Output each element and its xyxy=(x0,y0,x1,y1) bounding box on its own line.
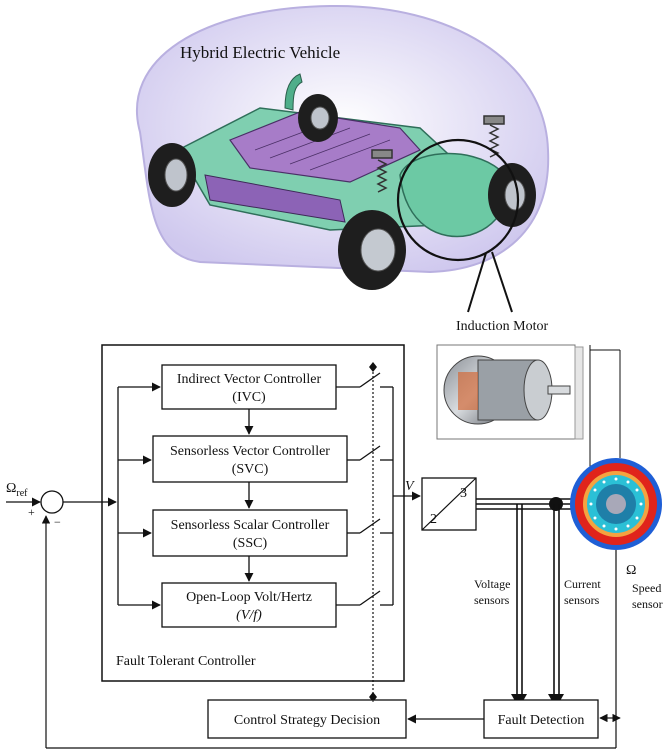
wheel-front-right xyxy=(488,163,536,227)
speed-symbol: Ω xyxy=(626,563,636,578)
ssc-abbr: (SSC) xyxy=(233,536,268,551)
output-switches xyxy=(336,372,394,606)
motor-cross-section xyxy=(570,458,662,550)
summing-minus: − xyxy=(54,515,61,529)
control-strategy-label: Control Strategy Decision xyxy=(234,713,380,728)
speed-sensor-line1: Speed xyxy=(632,581,661,595)
side-rail xyxy=(204,174,346,223)
fault-tolerant-frame xyxy=(101,344,405,682)
controller-ivc: Indirect Vector Controller (IVC) xyxy=(161,364,337,410)
callout-line-right xyxy=(491,251,513,313)
controller-ssc: Sensorless Scalar Controller (SSC) xyxy=(152,509,348,557)
induction-motor-label: Induction Motor xyxy=(456,319,548,334)
svc-name: Sensorless Vector Controller xyxy=(170,444,330,459)
current-sensor-lines xyxy=(548,504,564,708)
svc-abbr: (SVC) xyxy=(232,462,269,477)
control-strategy-block: Control Strategy Decision xyxy=(207,699,407,739)
input-distribution xyxy=(117,382,161,610)
controller-svc: Sensorless Vector Controller (SVC) xyxy=(152,435,348,483)
converter-2-to-3: 2 3 xyxy=(421,477,477,531)
converter-output: 3 xyxy=(460,486,467,501)
ivc-abbr: (IVC) xyxy=(232,390,266,405)
current-sensors-line2: sensors xyxy=(564,593,600,607)
wheel-rear-left xyxy=(148,143,196,207)
voltage-label: V xyxy=(405,479,415,494)
voltage-sensor-lines xyxy=(511,504,527,708)
wheel-rear-right xyxy=(298,94,338,142)
fault-tolerant-label: Fault Tolerant Controller xyxy=(116,654,256,669)
voltage-sensors-line2: sensors xyxy=(474,593,510,607)
current-sensor-node xyxy=(549,497,563,511)
motor-photo xyxy=(436,344,591,470)
speed-feedback-loop xyxy=(41,515,617,749)
image-title: Hybrid Electric Vehicle xyxy=(180,43,340,62)
exhaust-pipe xyxy=(284,73,303,111)
converter-input: 2 xyxy=(430,512,437,527)
vf-name: Open-Loop Volt/Hertz xyxy=(186,590,312,605)
car-illustration: Hybrid Electric Vehicle xyxy=(135,4,550,313)
summing-junction xyxy=(40,490,64,514)
fault-detection-block: Fault Detection xyxy=(483,699,599,739)
omega-ref-main: Ω xyxy=(6,481,16,496)
omega-ref-sub: ref xyxy=(16,488,28,499)
voltage-sensors-line1: Voltage xyxy=(474,577,510,591)
ivc-name: Indirect Vector Controller xyxy=(177,372,322,387)
selector-top-node xyxy=(369,362,377,372)
motor-callout-circle xyxy=(396,138,520,262)
ssc-name: Sensorless Scalar Controller xyxy=(171,518,330,533)
omega-ref-symbol: Ωref xyxy=(6,481,28,499)
summing-plus: + xyxy=(28,505,35,519)
speed-sensor-line2: sensor xyxy=(632,597,663,611)
current-sensors-line1: Current xyxy=(564,577,601,591)
controller-vf: Open-Loop Volt/Hertz (V/f) xyxy=(161,582,337,628)
callout-line-left xyxy=(467,252,487,313)
wheel-front-left xyxy=(338,210,406,290)
fault-detection-label: Fault Detection xyxy=(498,713,585,728)
vf-abbr: (V/f) xyxy=(236,608,262,623)
